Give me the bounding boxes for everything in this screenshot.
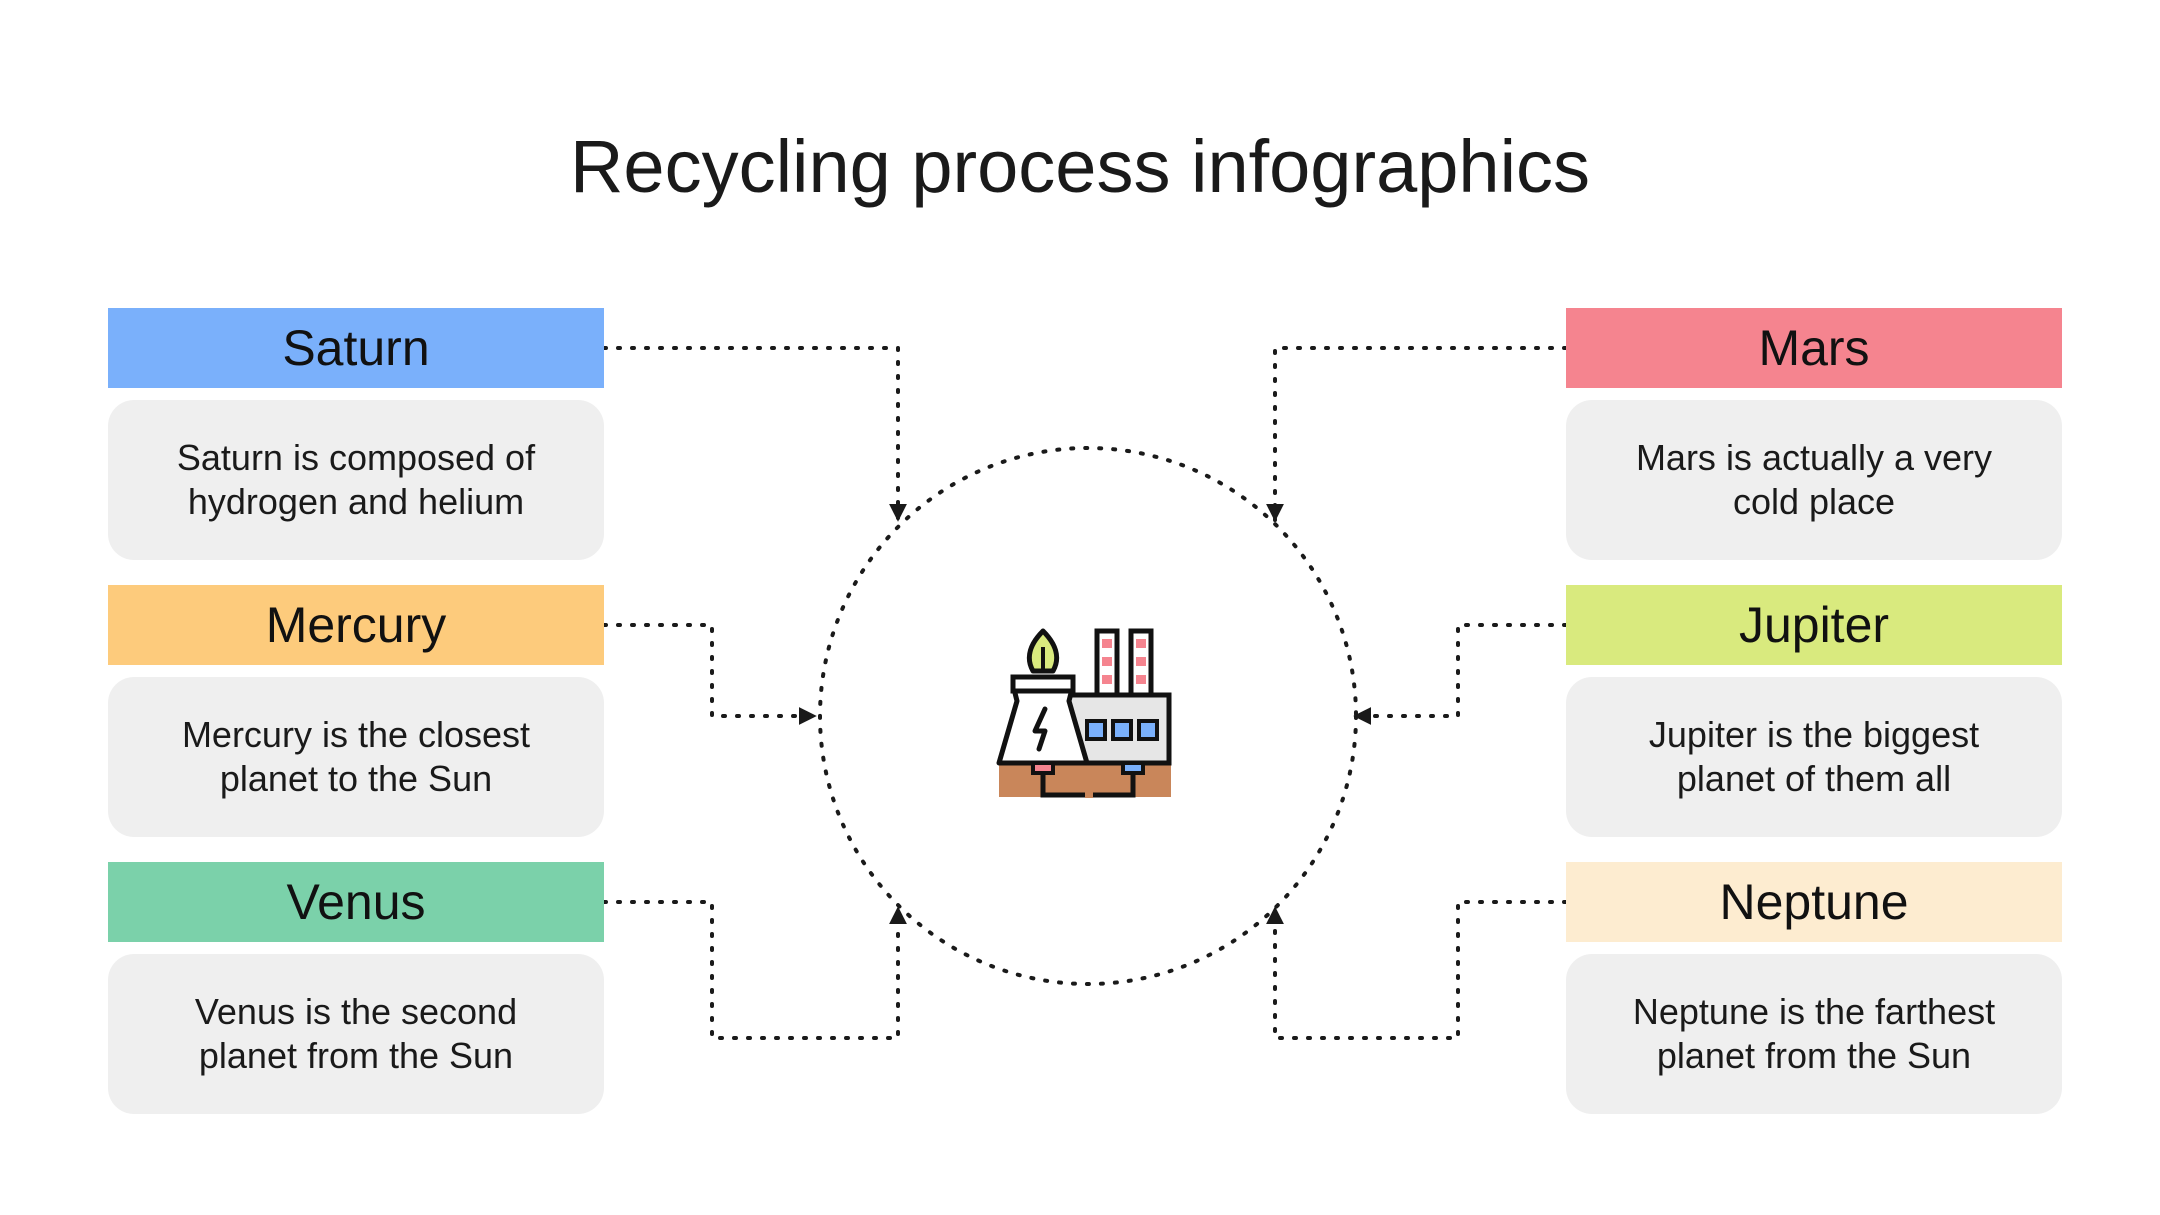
step-description-jupiter: Jupiter is the biggest planet of them al… [1566,677,2062,837]
step-label-neptune: Neptune [1719,874,1909,930]
step-mercury: Mercury Mercury is the closest planet to… [108,585,604,837]
step-header-mercury: Mercury [108,585,604,665]
step-text-neptune: Neptune is the farthest planet from the … [1632,991,1996,1076]
step-mars: Mars Mars is actually a very cold place [1566,308,2062,560]
page-title: Recycling process infographics [569,125,1591,208]
step-venus: Venus Venus is the second planet from th… [108,862,604,1114]
step-text-saturn: Saturn is composed of hydrogen and heliu… [176,437,536,522]
step-text-venus: Venus is the second planet from the Sun [194,991,518,1076]
step-header-venus: Venus [108,862,604,942]
step-text-jupiter: Jupiter is the biggest planet of them al… [1648,714,1980,799]
step-neptune: Neptune Neptune is the farthest planet f… [1566,862,2062,1114]
connector-mars [1266,346,1568,522]
step-description-mercury: Mercury is the closest planet to the Sun [108,677,604,837]
step-description-saturn: Saturn is composed of hydrogen and heliu… [108,400,604,560]
connector-neptune [1266,900,1568,1040]
step-description-mars: Mars is actually a very cold place [1566,400,2062,560]
step-label-mercury: Mercury [265,597,447,653]
connector-mercury [602,623,817,725]
step-header-jupiter: Jupiter [1566,585,2062,665]
step-header-saturn: Saturn [108,308,604,388]
factory-icon [996,628,1172,798]
step-header-mars: Mars [1566,308,2062,388]
step-description-venus: Venus is the second planet from the Sun [108,954,604,1114]
connector-jupiter [1353,623,1568,725]
step-saturn: Saturn Saturn is composed of hydrogen an… [108,308,604,560]
step-jupiter: Jupiter Jupiter is the biggest planet of… [1566,585,2062,837]
step-label-saturn: Saturn [282,320,430,376]
step-label-venus: Venus [286,874,426,930]
connector-saturn [602,346,907,522]
step-label-mars: Mars [1758,320,1870,376]
step-header-neptune: Neptune [1566,862,2062,942]
connector-venus [602,900,907,1040]
step-label-jupiter: Jupiter [1738,597,1890,653]
step-description-neptune: Neptune is the farthest planet from the … [1566,954,2062,1114]
step-text-mars: Mars is actually a very cold place [1635,437,1993,522]
step-text-mercury: Mercury is the closest planet to the Sun [181,714,531,799]
